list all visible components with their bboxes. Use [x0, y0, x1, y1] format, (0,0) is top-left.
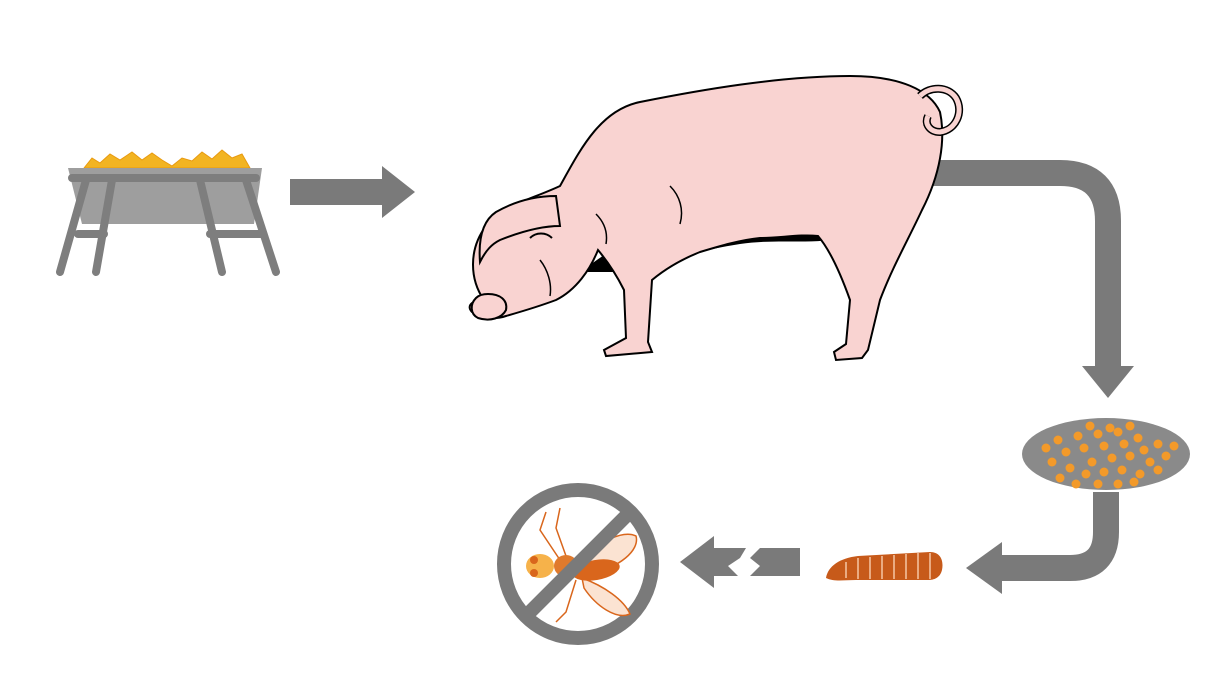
arrow-larva-to-fly-broken	[680, 536, 800, 588]
pig-tail-inner	[918, 86, 962, 135]
larva-segments	[845, 553, 931, 579]
pig-eye	[529, 232, 553, 239]
pig-ear	[478, 194, 562, 266]
eggs	[1041, 421, 1179, 489]
arrow-pig-to-eggs-head	[1082, 366, 1134, 398]
larva-body	[826, 552, 943, 581]
pig-body	[468, 74, 944, 362]
fly-eye-left	[530, 556, 538, 564]
prohibit-slash	[521, 507, 635, 621]
arrow-eggs-to-larva	[1000, 492, 1119, 581]
fly-eye-right	[530, 569, 538, 577]
egg-cluster-icon	[1022, 418, 1190, 490]
feeder-trough-icon	[56, 149, 280, 276]
trough-legs	[56, 174, 280, 276]
pig-icon	[468, 74, 964, 362]
pig-snout	[470, 292, 508, 321]
arrow-pig-to-eggs	[920, 160, 1121, 368]
larva-icon	[826, 552, 943, 581]
feed-pile	[82, 149, 251, 169]
egg-dish	[1022, 418, 1190, 490]
arrow-feed-to-pig	[290, 166, 415, 218]
prohibited-fly-icon	[497, 483, 659, 645]
fly-head	[526, 554, 554, 578]
pig-wrinkles	[539, 185, 683, 297]
arrow-eggs-to-larva-head	[966, 542, 1002, 594]
